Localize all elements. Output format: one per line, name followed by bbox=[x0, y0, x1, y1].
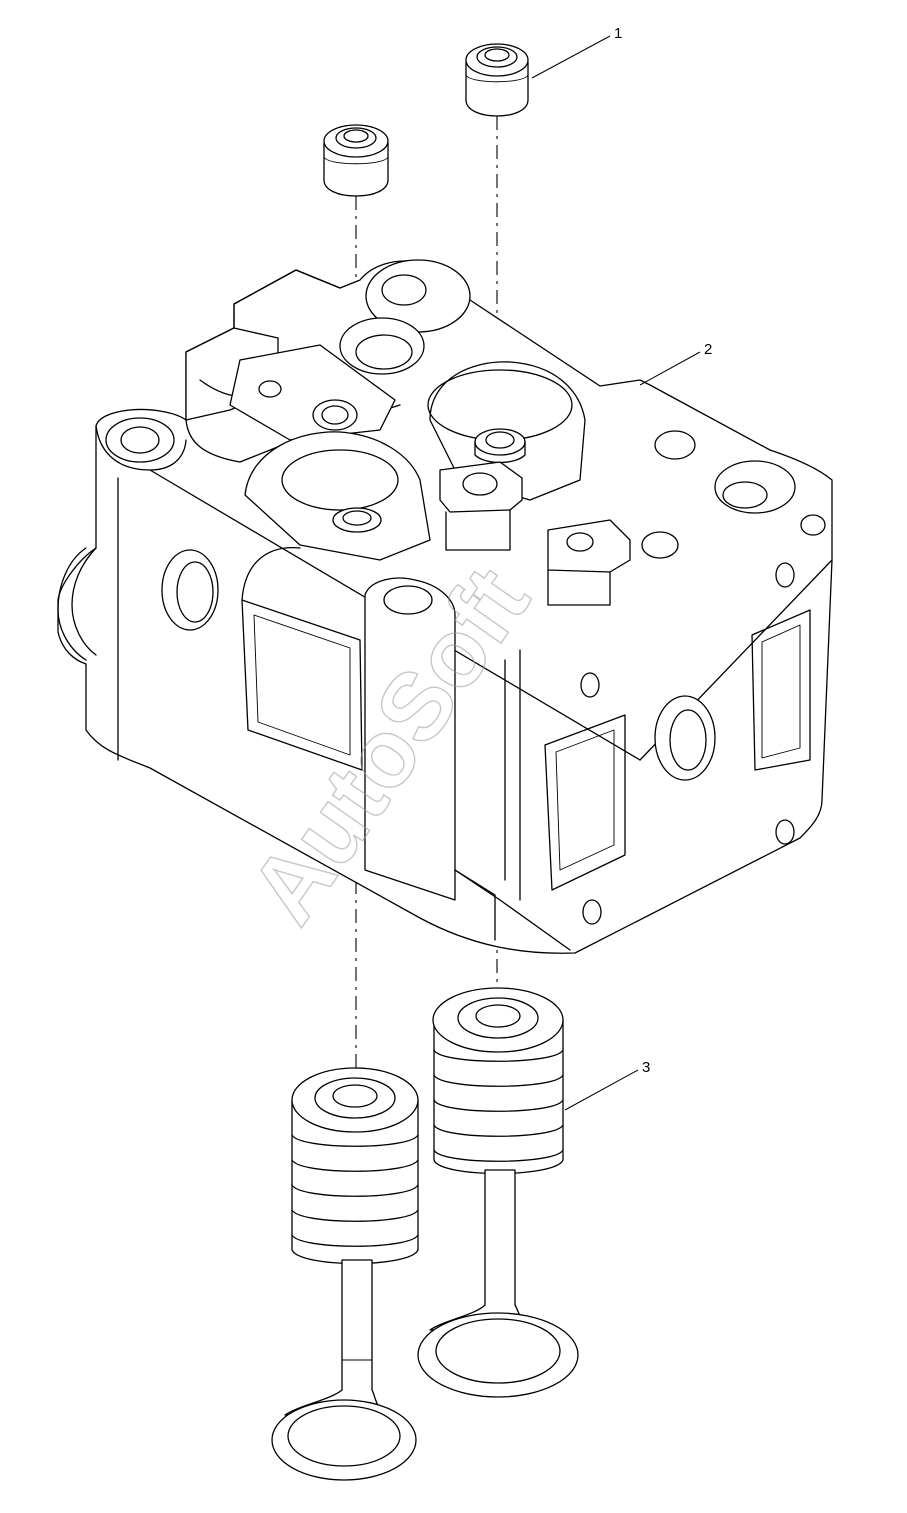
valve-right bbox=[417, 987, 579, 1398]
callout-3: 3 bbox=[642, 1059, 650, 1076]
valve-stem-seal-right bbox=[465, 43, 529, 117]
valve-stem-seal-left bbox=[323, 124, 389, 197]
cylinder-head bbox=[57, 259, 833, 954]
callout-2: 2 bbox=[704, 341, 712, 358]
leader-lines bbox=[531, 35, 701, 1111]
valve-left bbox=[271, 1067, 419, 1481]
callout-1: 1 bbox=[614, 25, 622, 42]
